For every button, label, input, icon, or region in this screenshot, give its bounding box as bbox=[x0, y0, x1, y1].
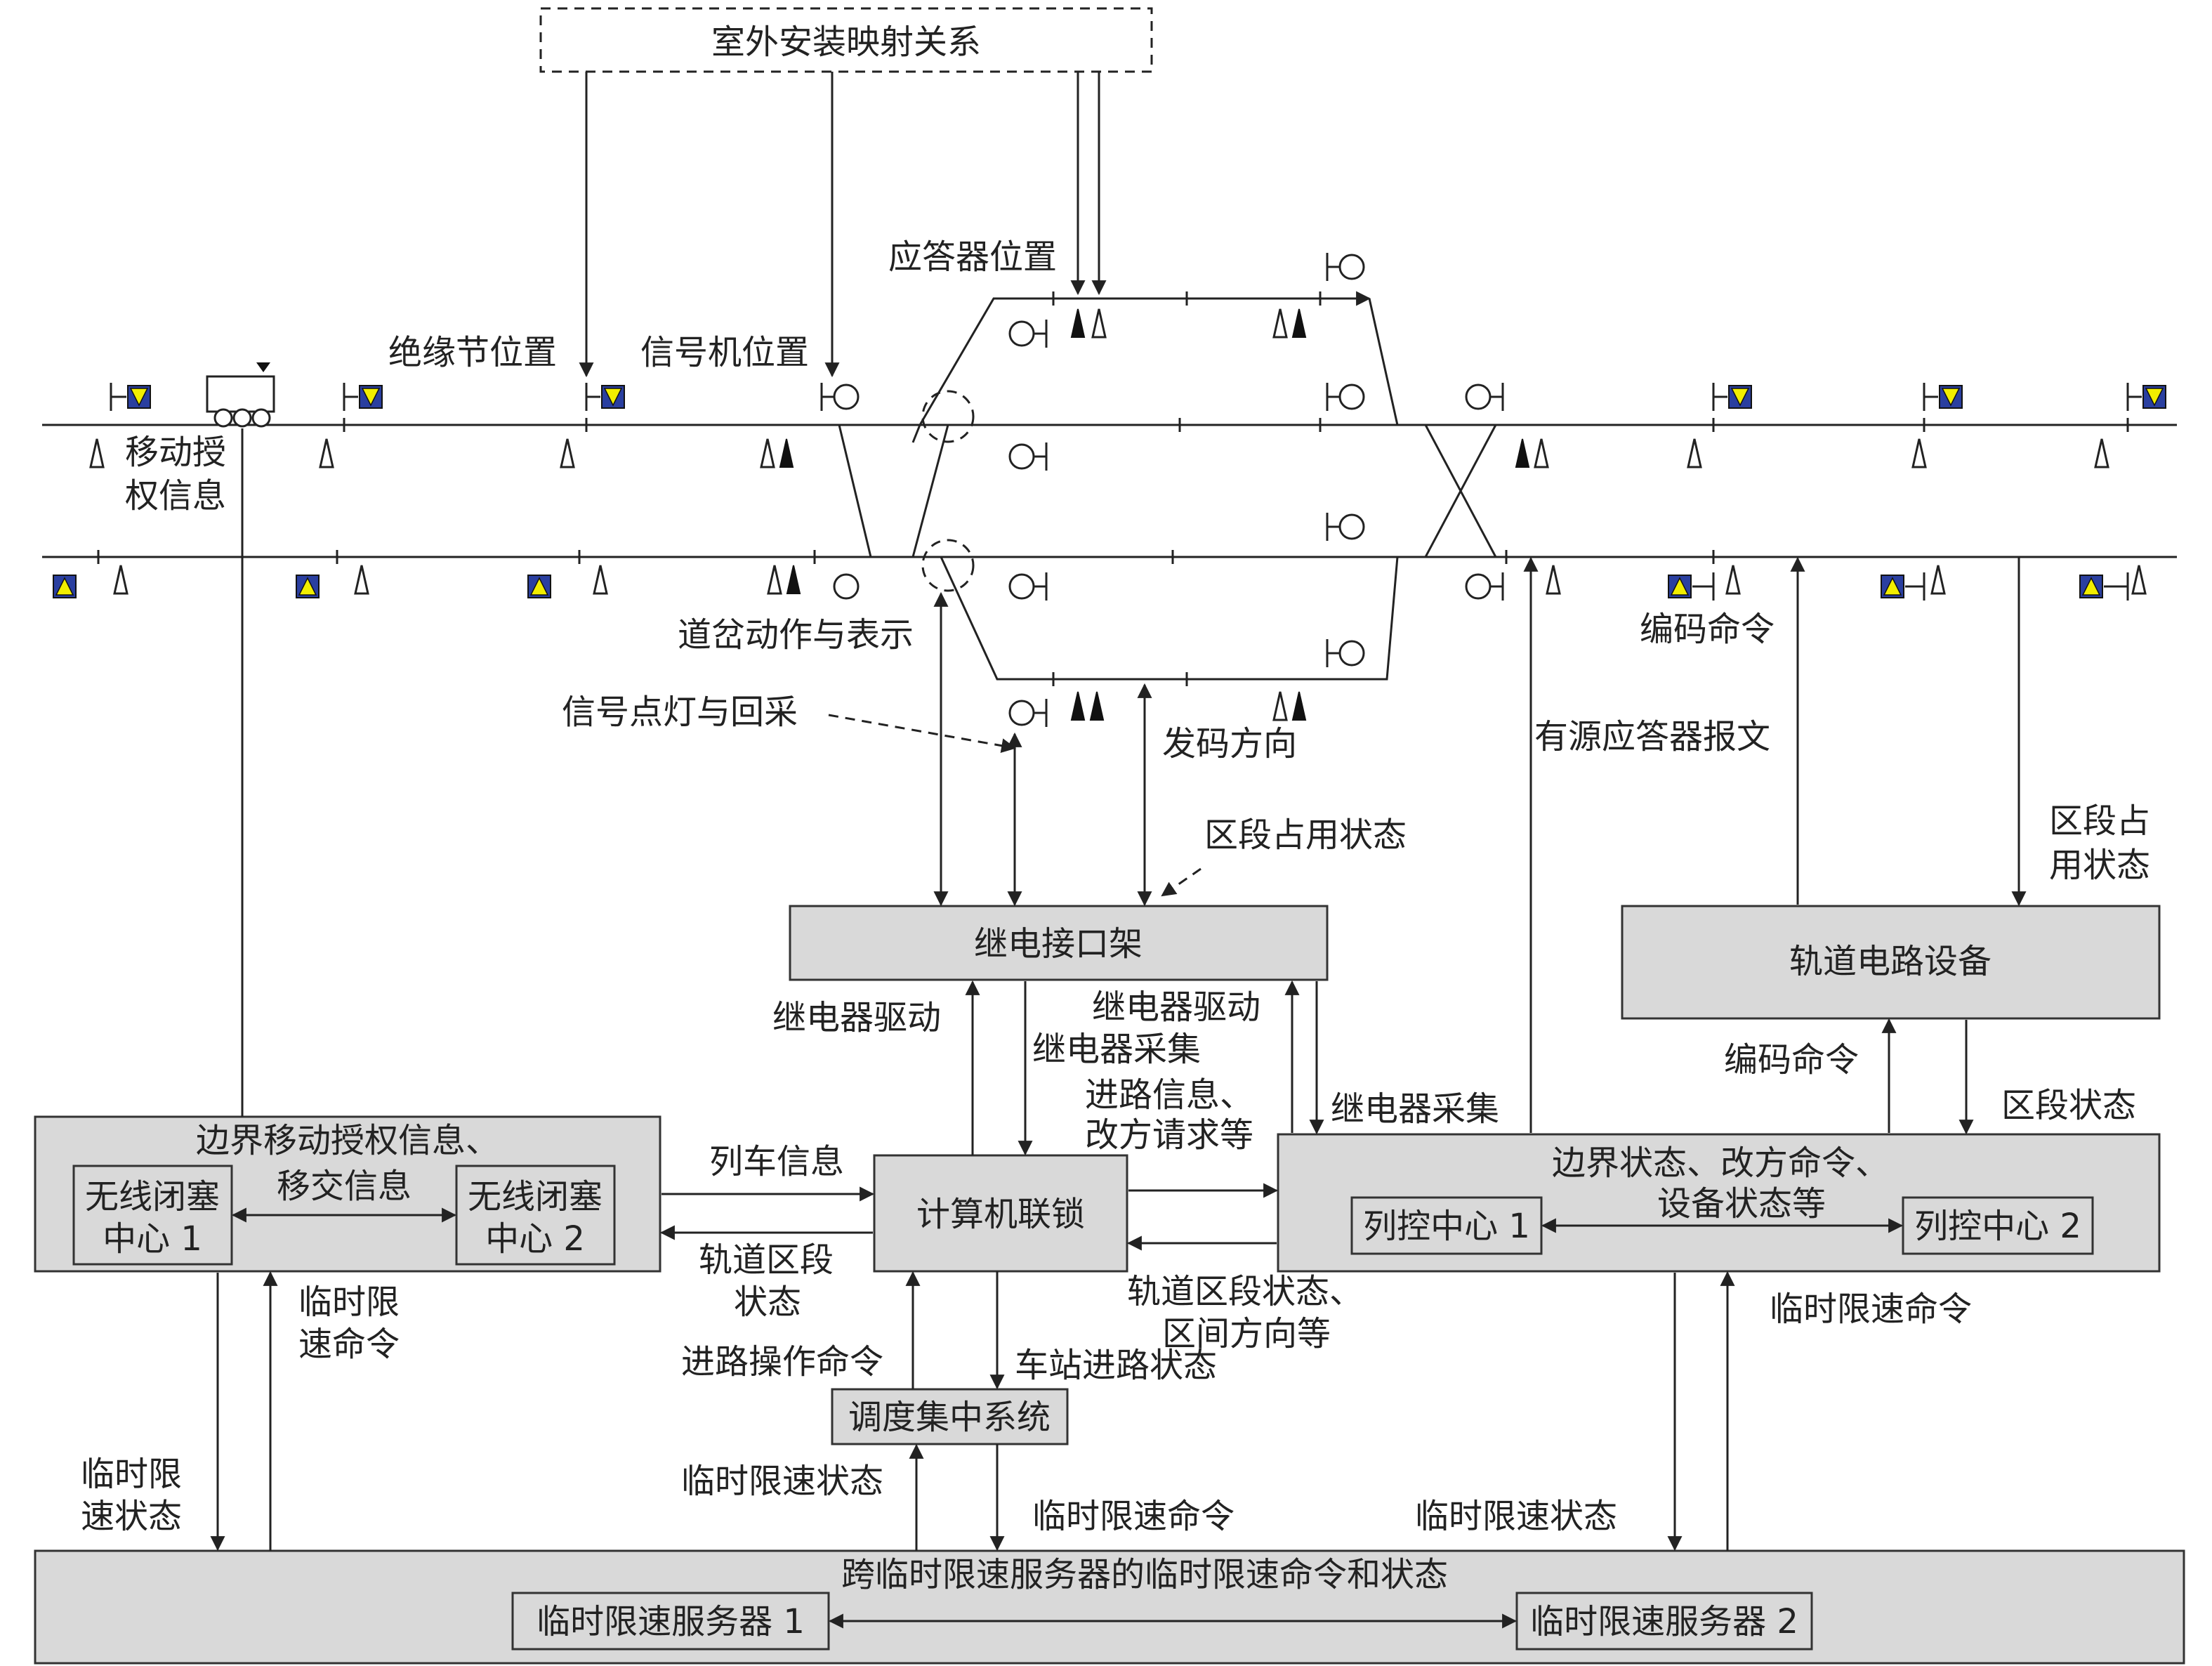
balise-icon bbox=[53, 575, 77, 598]
route-info-label-2: 改方请求等 bbox=[1085, 1115, 1253, 1155]
rbc1-label-b: 中心 1 bbox=[103, 1219, 202, 1259]
signal-icon bbox=[1008, 699, 1048, 727]
track-circuit-box: 轨道电路设备 bbox=[1621, 905, 2161, 1020]
tcc2-label: 列控中心 2 bbox=[1914, 1207, 2081, 1246]
track-dir-label-1: 轨道区段状态、 bbox=[1127, 1272, 1363, 1311]
relay-field-arrows bbox=[933, 591, 1152, 907]
balise-icon bbox=[1712, 383, 1752, 411]
relay-collect-r-label: 继电器采集 bbox=[1331, 1089, 1499, 1129]
coding-cmd-mid-label: 编码命令 bbox=[1724, 1040, 1859, 1080]
temp-cmd-l-label-2: 速命令 bbox=[298, 1325, 400, 1364]
section-occ-r1: 区段占 bbox=[2049, 801, 2150, 841]
signal-icon bbox=[1326, 639, 1365, 667]
balise-pos-label: 应答器位置 bbox=[888, 237, 1057, 277]
balises-upper bbox=[110, 383, 2166, 411]
section-state-label: 区段状态 bbox=[2001, 1086, 2136, 1125]
tcc1-label: 列控中心 1 bbox=[1363, 1207, 1530, 1246]
track-state-label-1: 轨道区段 bbox=[699, 1240, 834, 1280]
tsr-group-label: 跨临时限速服务器的临时限速命令和状态 bbox=[841, 1555, 1448, 1594]
balise-icon bbox=[2126, 383, 2166, 411]
track-circuit-label: 轨道电路设备 bbox=[1789, 942, 1992, 981]
signal-pos-label: 信号机位置 bbox=[640, 333, 809, 372]
temp-state-l-label-1: 临时限 bbox=[81, 1455, 182, 1494]
signal-icon bbox=[1465, 383, 1504, 411]
balise-icon bbox=[527, 575, 551, 598]
tsr-group-box: 跨临时限速服务器的临时限速命令和状态 临时限速服务器 1 临时限速服务器 2 bbox=[34, 1549, 2185, 1665]
relay-drive-r-label: 继电器驱动 bbox=[1092, 988, 1260, 1027]
signal-light-label: 信号点灯与回采 bbox=[562, 693, 798, 732]
signal-icon bbox=[1326, 513, 1365, 541]
temp-state-l-label-2: 速状态 bbox=[81, 1497, 182, 1536]
cbi-label: 计算机联锁 bbox=[916, 1195, 1085, 1234]
balise-icon bbox=[296, 575, 320, 598]
signal-icon bbox=[833, 573, 860, 600]
mapping-label: 室外安装映射关系 bbox=[711, 22, 981, 62]
signal-icon bbox=[1326, 383, 1365, 411]
balise-icon bbox=[2079, 572, 2129, 601]
relay-collect-l-label: 继电器采集 bbox=[1032, 1030, 1201, 1069]
signal-icon bbox=[820, 383, 860, 411]
track-state-label-2: 状态 bbox=[734, 1283, 801, 1322]
insulation-pos-label: 绝缘节位置 bbox=[388, 333, 557, 372]
rbc1-label-a: 无线闭塞 bbox=[85, 1177, 220, 1216]
temp-cmd-r-label: 临时限速命令 bbox=[1770, 1290, 1972, 1329]
temp-state-c-label: 临时限速状态 bbox=[681, 1462, 883, 1501]
rbc2-label-b: 中心 2 bbox=[485, 1219, 585, 1259]
train-icon bbox=[206, 362, 275, 428]
switch-action-label: 道岔动作与表示 bbox=[678, 615, 914, 655]
rbc-group-label-2: 移交信息 bbox=[277, 1167, 412, 1206]
balise-icon bbox=[343, 383, 383, 411]
balises-lower bbox=[53, 572, 2129, 601]
signal-icon bbox=[1008, 320, 1048, 348]
balise-icon bbox=[1668, 572, 1715, 601]
signals bbox=[820, 253, 1504, 727]
balise-icon bbox=[585, 383, 625, 411]
tsr2-label: 临时限速服务器 2 bbox=[1530, 1602, 1798, 1641]
code-dir-label: 发码方向 bbox=[1162, 724, 1297, 763]
rbc-group-label: 边界移动授权信息、 bbox=[196, 1121, 499, 1160]
signal-icon bbox=[1326, 253, 1365, 281]
train-info-label: 列车信息 bbox=[709, 1142, 844, 1181]
temp-cmd-c-label: 临时限速命令 bbox=[1032, 1497, 1235, 1536]
balise-icon bbox=[110, 383, 151, 411]
active-balise-label: 有源应答器报文 bbox=[1534, 717, 1770, 756]
mapping-box: 室外安装映射关系 bbox=[539, 7, 1153, 73]
cbi-box: 计算机联锁 bbox=[873, 1154, 1128, 1273]
route-op-label: 进路操作命令 bbox=[681, 1342, 883, 1382]
mapping-arrows bbox=[579, 72, 1107, 378]
tcc-group-label-1: 边界状态、改方命令、 bbox=[1552, 1143, 1889, 1183]
signal-icon bbox=[1008, 572, 1048, 601]
signal-icon bbox=[1008, 442, 1048, 471]
balise-icon bbox=[1881, 572, 1925, 601]
balise-icon bbox=[1923, 383, 1963, 411]
ma-label-1: 移动授 bbox=[125, 433, 226, 472]
ctc-box: 调度集中系统 bbox=[831, 1388, 1069, 1445]
rbc-group-box: 边界移动授权信息、 移交信息 无线闭塞 中心 1 无线闭塞 中心 2 bbox=[34, 1115, 661, 1273]
section-occ-label: 区段占用状态 bbox=[1204, 815, 1407, 855]
tcc-group-box: 边界状态、改方命令、 设备状态等 列控中心 1 列控中心 2 bbox=[1277, 1133, 2161, 1273]
ctc-label: 调度集中系统 bbox=[848, 1398, 1051, 1437]
section-occ-r2: 用状态 bbox=[2049, 846, 2150, 885]
temp-state-r-label: 临时限速状态 bbox=[1415, 1497, 1617, 1536]
route-info-label-1: 进路信息、 bbox=[1085, 1075, 1253, 1115]
relay-drive-l-label: 继电器驱动 bbox=[772, 998, 941, 1037]
ma-label-2: 权信息 bbox=[125, 476, 226, 516]
coding-cmd-top-label: 编码命令 bbox=[1640, 610, 1775, 649]
temp-cmd-l-label-1: 临时限 bbox=[298, 1283, 400, 1322]
station-route-label: 车站进路状态 bbox=[1015, 1346, 1217, 1385]
tcc-group-label-2: 设备状态等 bbox=[1657, 1184, 1826, 1224]
signal-icon bbox=[1465, 572, 1504, 601]
rbc2-label-a: 无线闭塞 bbox=[468, 1177, 603, 1216]
relay-rack-label: 继电接口架 bbox=[974, 924, 1143, 964]
track-dir-label-2: 区间方向等 bbox=[1162, 1314, 1331, 1353]
track-layout bbox=[42, 291, 2177, 686]
relay-rack-box: 继电接口架 bbox=[789, 905, 1329, 981]
tsr1-label: 临时限速服务器 1 bbox=[536, 1602, 805, 1641]
